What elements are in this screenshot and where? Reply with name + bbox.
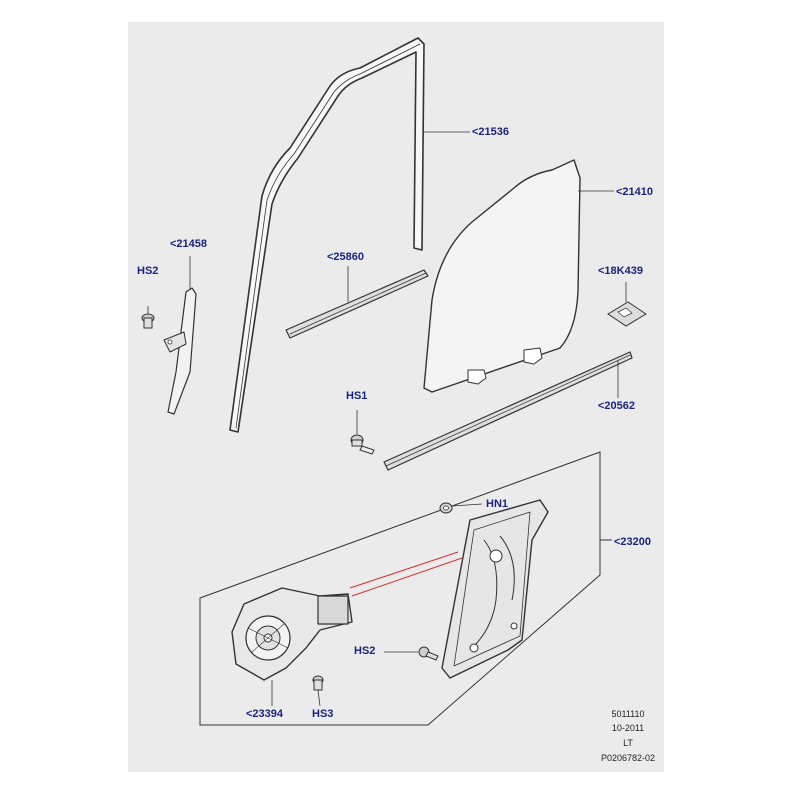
- callout-25860: <25860: [327, 251, 365, 263]
- window-motor: [231, 587, 353, 706]
- ref-line-4: P0206782-02: [600, 753, 656, 763]
- rear-glass-channel: [163, 287, 197, 415]
- ref-line-1: 5011110: [611, 709, 645, 719]
- label-pad: [607, 301, 647, 327]
- callout-21410: <21410: [616, 186, 654, 198]
- motor-link-lines: [349, 551, 463, 597]
- ref-line-3: LT: [623, 738, 633, 748]
- callout-hs3: HS3: [312, 708, 334, 720]
- ref-line-2: 10-2011: [611, 723, 645, 733]
- door-glass: [423, 159, 581, 393]
- belt-moulding-outer: [383, 351, 633, 471]
- callout-18k439: <18K439: [598, 265, 643, 277]
- callout-23200: <23200: [614, 536, 652, 548]
- callout-21536: <21536: [472, 126, 510, 138]
- glass-run-channel: [229, 37, 425, 433]
- hs3-screw: [312, 675, 324, 707]
- hn1-nut: [439, 502, 483, 514]
- belt-moulding-inner: [285, 269, 429, 339]
- leader-lines: [189, 131, 627, 398]
- diagram-panel: [128, 22, 664, 772]
- hs2-top-screw: [141, 306, 155, 329]
- callout-hn1: HN1: [486, 498, 509, 510]
- callout-23394: <23394: [246, 708, 284, 720]
- callout-hs2-top: HS2: [137, 265, 159, 277]
- window-regulator: [441, 499, 549, 679]
- hs2-bottom-screw: [384, 646, 439, 661]
- callout-21458: <21458: [170, 238, 208, 250]
- callout-hs1: HS1: [346, 390, 368, 402]
- regulator-kit-box: [199, 451, 612, 726]
- callout-20562: <20562: [598, 400, 636, 412]
- hs1-screw: [350, 410, 375, 455]
- callout-hs2-bottom: HS2: [354, 645, 376, 657]
